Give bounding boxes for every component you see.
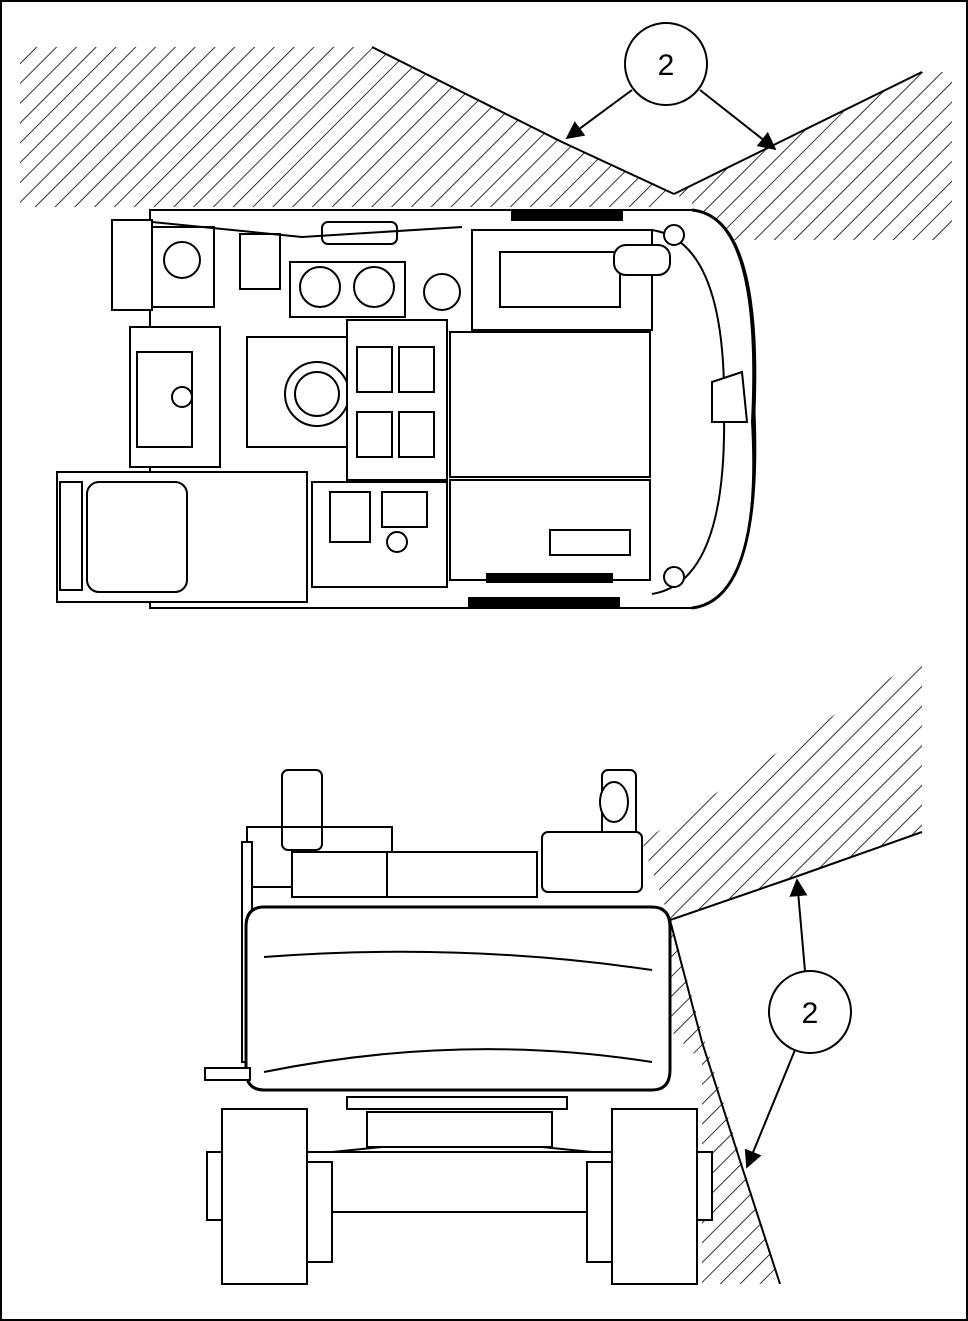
top-view-machine xyxy=(56,208,757,610)
callout-bottom: 2 xyxy=(744,878,852,1169)
obstruction-top-left xyxy=(20,46,675,207)
obstruction-top-right xyxy=(673,71,952,240)
callout-top-label: 2 xyxy=(658,49,675,82)
callout-bottom-label: 2 xyxy=(802,997,819,1030)
obstruction-bottom-right xyxy=(642,657,923,1285)
rear-view-machine xyxy=(204,769,713,1285)
callout-top: 2 xyxy=(565,22,777,151)
